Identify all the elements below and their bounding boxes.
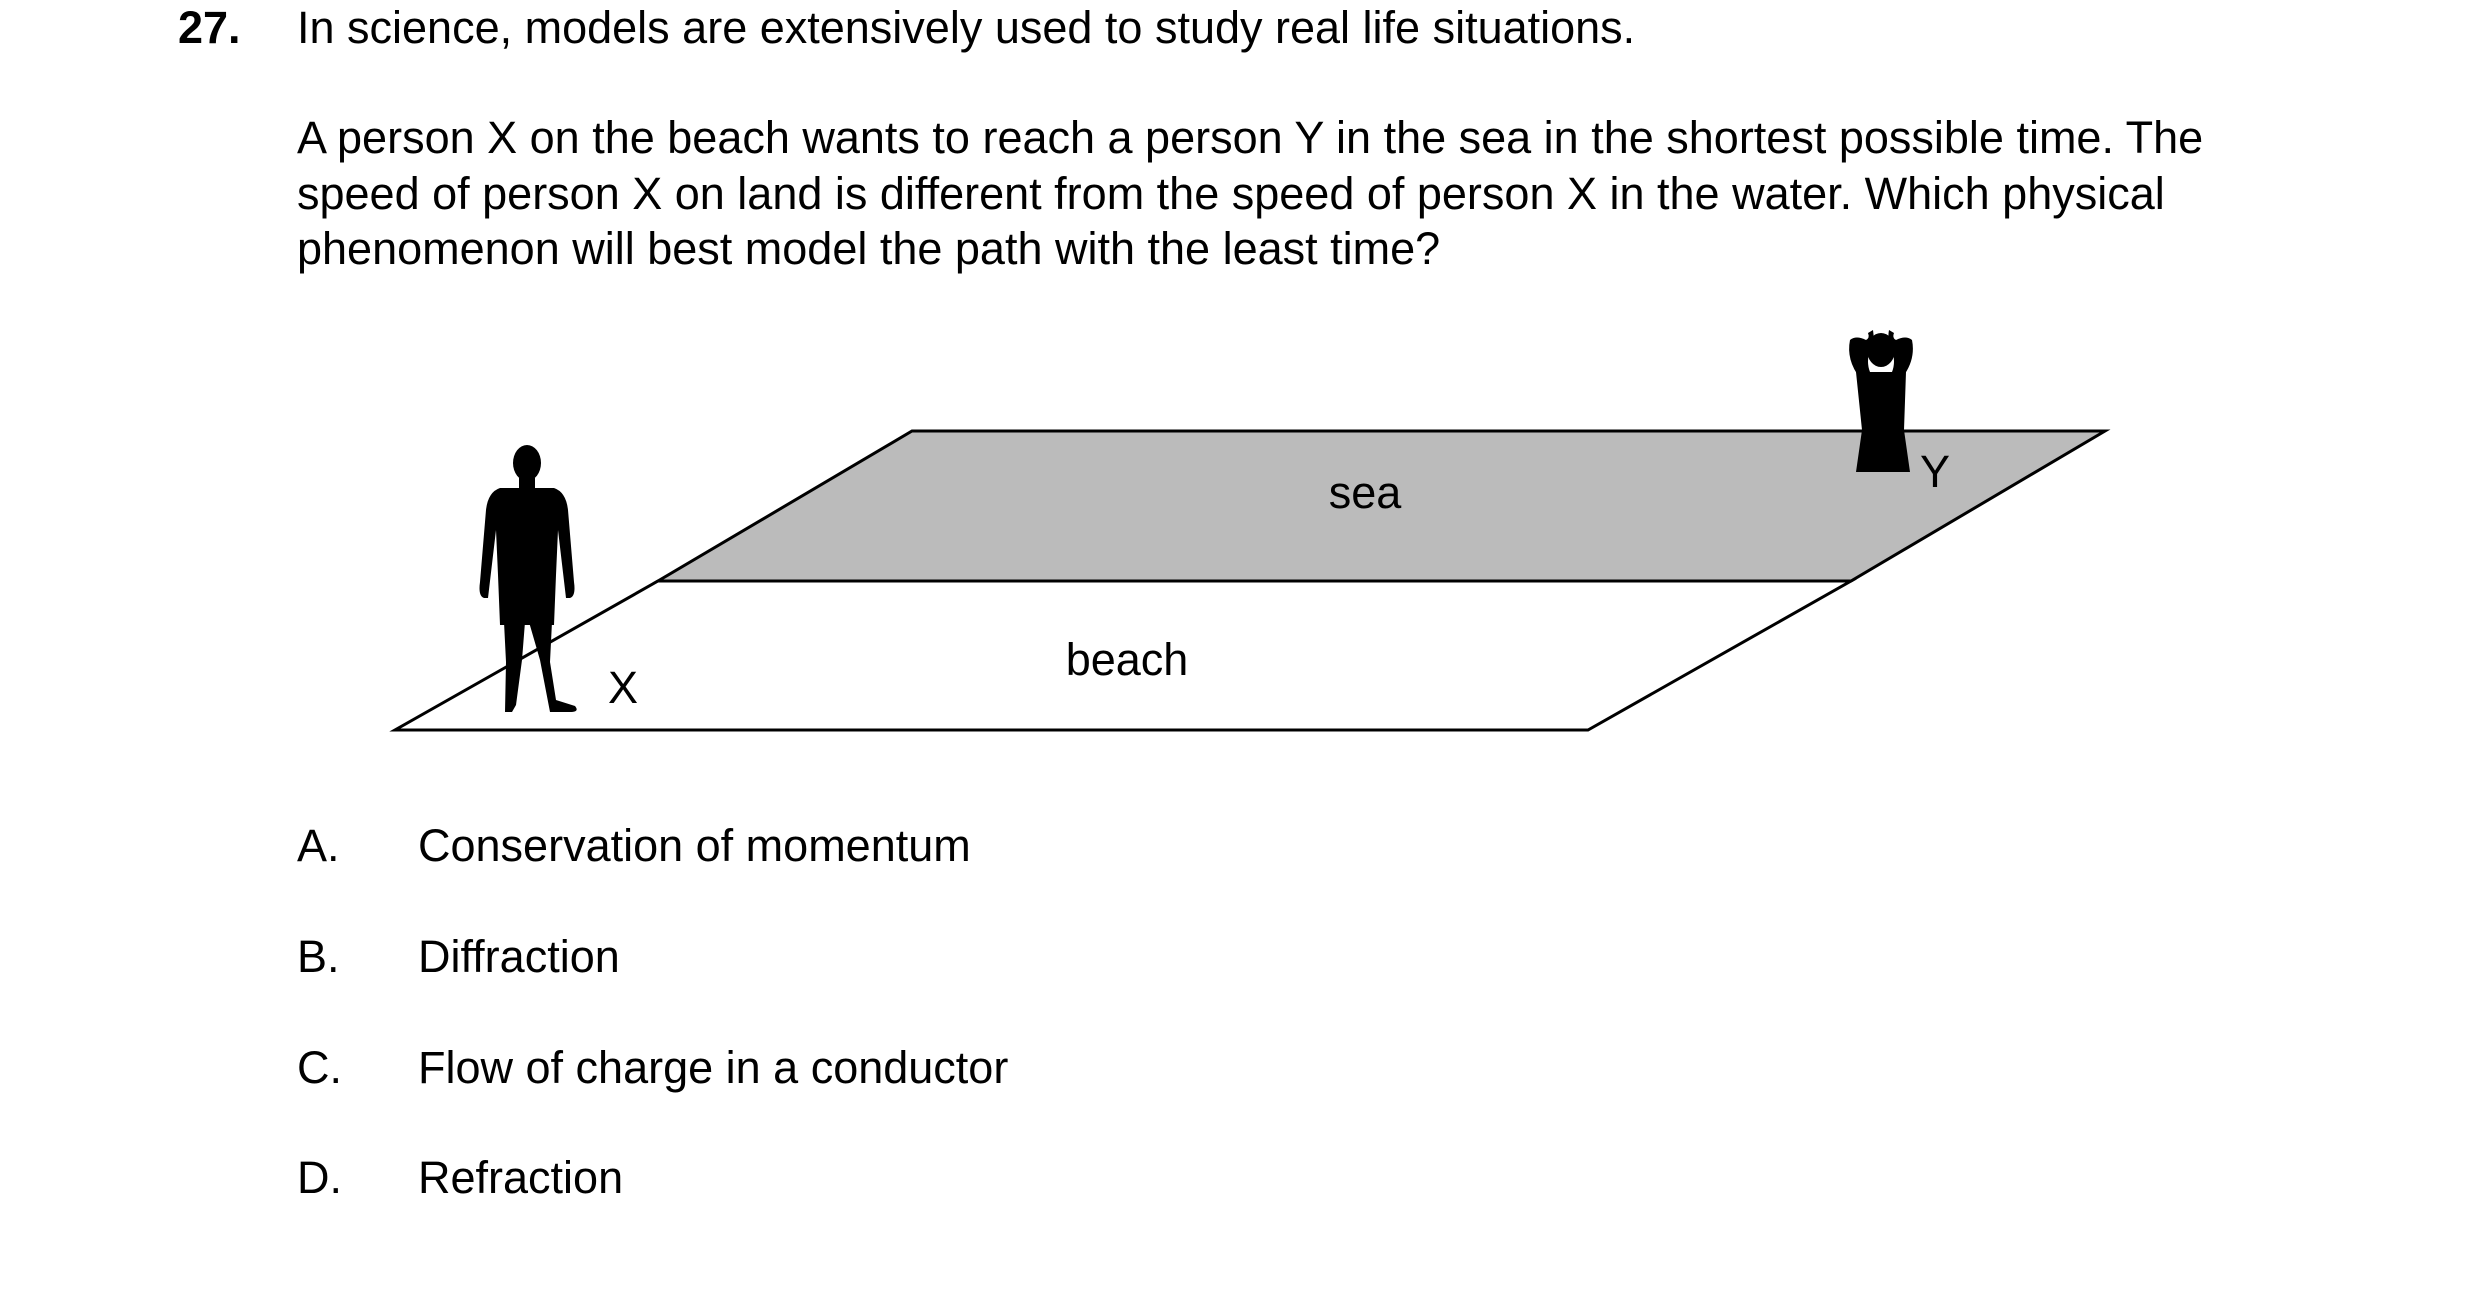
question-stem: A person X on the beach wants to reach a… [297, 110, 2327, 277]
option-letter: D. [297, 1152, 342, 1203]
question-stem-line: phenomenon will best model the path with… [297, 223, 1441, 274]
option-letter: B. [297, 931, 340, 982]
option-text: Refraction [418, 1152, 624, 1203]
swimmer-arms-raised-icon [1849, 330, 1913, 472]
question-number: 27. [178, 2, 241, 53]
option-c[interactable]: C. Flow of charge in a conductor [297, 1040, 1008, 1095]
person-silhouette-icon [479, 445, 577, 712]
sea-label: sea [1329, 467, 1403, 518]
option-b[interactable]: B. Diffraction [297, 929, 620, 984]
option-text: Conservation of momentum [418, 820, 971, 871]
question-intro: In science, models are extensively used … [297, 2, 1636, 53]
person-x-label: X [608, 662, 638, 713]
option-letter: A. [297, 820, 340, 871]
option-a[interactable]: A. Conservation of momentum [297, 818, 971, 873]
beach-region [389, 579, 1857, 732]
question-stem-line: A person X on the beach wants to reach a… [297, 112, 2204, 163]
option-letter: C. [297, 1042, 342, 1093]
option-text: Flow of charge in a conductor [418, 1042, 1009, 1093]
person-y-label: Y [1920, 446, 1950, 497]
option-d[interactable]: D. Refraction [297, 1150, 623, 1205]
question-stem-line: speed of person X on land is different f… [297, 167, 2165, 219]
beach-label: beach [1066, 634, 1189, 685]
option-text: Diffraction [418, 931, 620, 982]
